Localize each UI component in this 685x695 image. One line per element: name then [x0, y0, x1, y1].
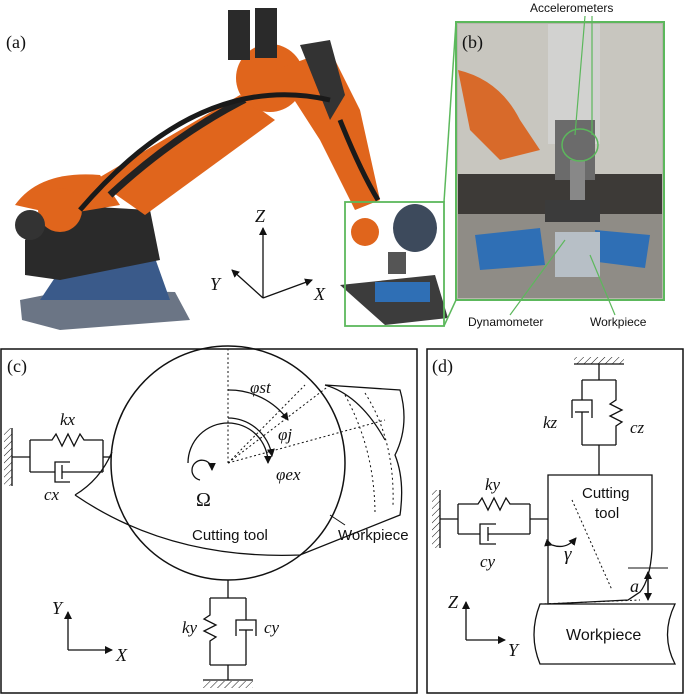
cutting-tool-label-line1: Cutting	[582, 485, 630, 502]
zoom-indicator	[344, 21, 457, 327]
cz-label: cz	[630, 418, 645, 437]
y-spring-damper-d	[432, 490, 548, 548]
z-spring-damper	[571, 357, 624, 475]
axis-label-y-d: Y	[508, 640, 520, 660]
panel-d-label: (d)	[432, 356, 453, 377]
workpiece-label-d: Workpiece	[566, 627, 641, 644]
robot-illustration	[15, 8, 448, 330]
panel-c-label: (c)	[7, 356, 27, 377]
axis-label-y-c: Y	[52, 598, 64, 618]
axis-label-z-d: Z	[448, 592, 459, 612]
depth-a-label: a	[630, 576, 639, 596]
workpiece-label-b: Workpiece	[590, 315, 647, 329]
phi-j-label: φj	[278, 425, 292, 444]
phi-ex-label: φex	[276, 465, 301, 484]
panel-a: (a)	[6, 8, 457, 330]
cy-label-c: cy	[264, 618, 280, 637]
panel-b-label: (b)	[462, 32, 483, 53]
dynamometer-label: Dynamometer	[468, 315, 543, 329]
panel-c: (c) φst φj φex Ω Cutting tool Workpiece	[0, 345, 418, 694]
cutting-tool-label-c: Cutting tool	[192, 527, 268, 544]
cutting-tool-label-line2: tool	[595, 505, 619, 522]
ky-label-d: ky	[485, 475, 501, 494]
y-spring-damper	[202, 580, 257, 688]
accelerometers-label: Accelerometers	[530, 1, 613, 15]
phi-st-label: φst	[250, 378, 272, 397]
cx-label: cx	[44, 485, 60, 504]
angle-rays	[227, 348, 386, 464]
workpiece-shape-d	[533, 603, 677, 665]
kz-label: kz	[543, 413, 558, 432]
workpiece-label-c: Workpiece	[338, 527, 409, 544]
cy-label-d: cy	[480, 552, 496, 571]
kx-label: kx	[60, 410, 76, 429]
workcell-illustration	[458, 24, 662, 298]
panel-a-label: (a)	[6, 32, 26, 53]
axes-a: Z X Y	[210, 206, 326, 304]
axis-label-x: X	[313, 284, 326, 304]
x-spring-damper	[4, 428, 111, 486]
axis-label-z: Z	[255, 206, 266, 226]
ky-label-c: ky	[182, 618, 198, 637]
axis-label-x-c: X	[115, 645, 128, 665]
panel-b: (b) Accelerometers Dynamometer Workpiece	[455, 1, 665, 329]
omega-label: Ω	[196, 489, 211, 511]
gamma-label: γ	[564, 544, 572, 565]
axis-label-y: Y	[210, 274, 222, 294]
panel-d: (d) kz cz Cutting tool γ	[426, 348, 684, 694]
